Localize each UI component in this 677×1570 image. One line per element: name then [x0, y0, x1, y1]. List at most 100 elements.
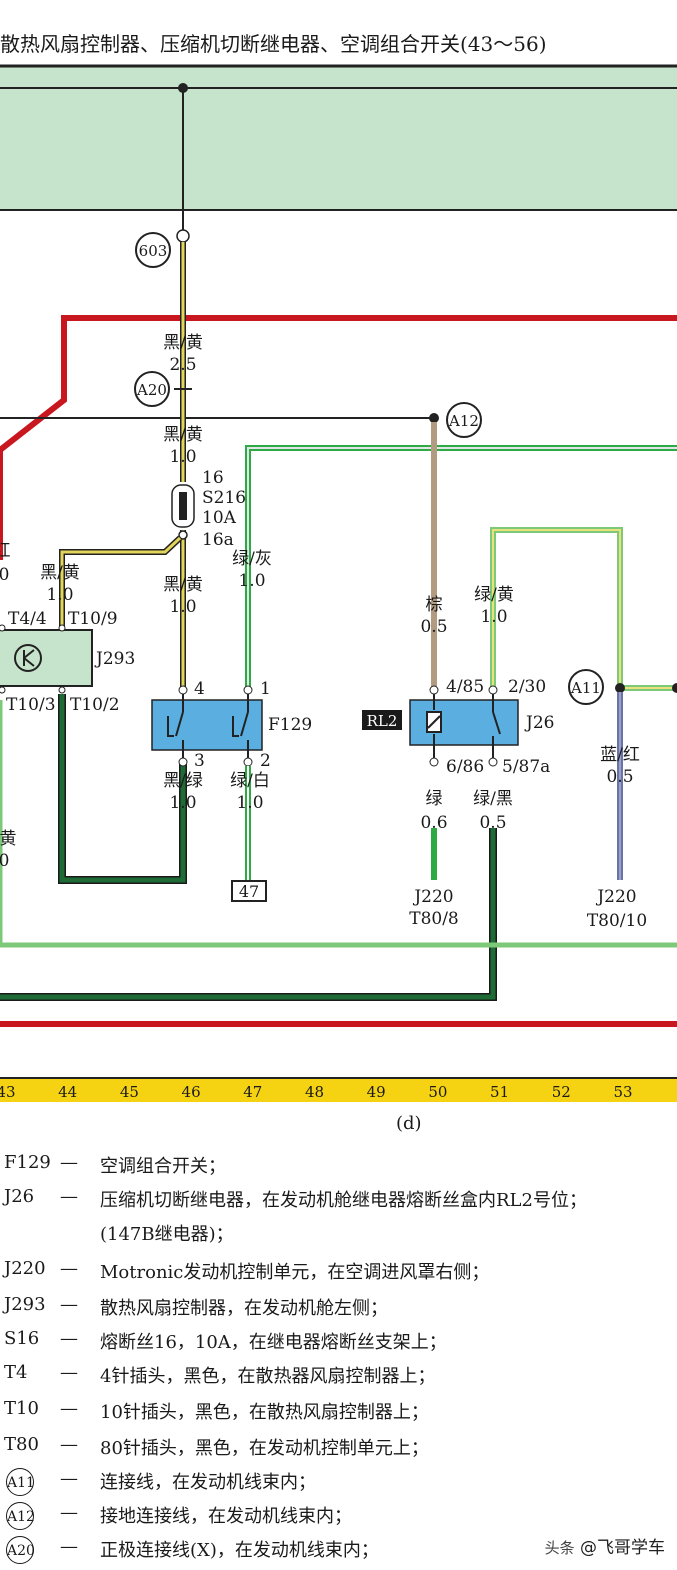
wire-gn-gy-fill [247, 447, 677, 688]
f129-pin4-terminal [178, 685, 188, 695]
legend-desc: 熔断丝16，10A，在继电器熔断丝支架上； [100, 1332, 447, 1353]
f129-pin2: 2 [260, 751, 271, 771]
legend-dash: — [60, 1398, 78, 1419]
ground-junction-dot [429, 413, 439, 423]
legend-code: J220 [4, 1258, 46, 1279]
f129-pin2-terminal [243, 757, 253, 767]
a11-right-dot [672, 683, 677, 693]
wire-labels: 黑/黄 2.5 黑/黄 1.0 黑/黄 1.0 黑/黄 1.0 绿/灰 1.0 … [0, 333, 640, 871]
fuse-pin-in: 16 [202, 468, 224, 488]
w7-size: 1.0 [236, 793, 263, 813]
w3-color: 黑/黄 [40, 563, 80, 583]
j293-t109: T10/9 [68, 609, 118, 629]
fuse-rating: 10A [202, 508, 237, 528]
wire-red-main [0, 315, 677, 460]
j26-pin230-terminal [488, 685, 498, 695]
j26-coil [426, 692, 442, 760]
w4-size: 1.0 [169, 597, 196, 617]
connector-a11-label: A11 [570, 679, 601, 697]
w12-size: 0.5 [606, 767, 633, 787]
legend-desc: Motronic发动机控制单元，在空调进风罩右侧； [100, 1262, 490, 1283]
w5-color: 绿/灰 [232, 549, 272, 569]
j26-pin686-terminal [429, 757, 439, 767]
w9-color: 绿/黄 [474, 585, 514, 605]
j293-box [0, 629, 93, 687]
connector-603-label: 603 [139, 242, 168, 260]
f129-name: F129 [268, 715, 312, 735]
current-track-bar [0, 1078, 677, 1102]
fuse-s216-element [179, 492, 187, 520]
f129-pin3: 3 [194, 751, 205, 771]
fuse-pin-out: 16a [202, 530, 234, 550]
watermark: 头条 @飞哥学车 [545, 1533, 665, 1558]
wire-gn-gy-outline [245, 445, 677, 688]
j293-t44: T4/4 [8, 609, 47, 629]
watermark-text: @飞哥学车 [580, 1538, 665, 1558]
legend-desc: 4针插头，黑色，在散热器风扇控制器上； [100, 1366, 436, 1387]
w2-color: 黑/黄 [163, 425, 203, 445]
w6-color: 黑/绿 [163, 771, 203, 791]
j26-pin686: 6/86 [446, 757, 484, 777]
left-red-size: 0 [0, 565, 9, 585]
connector-a12-circle [446, 402, 482, 438]
legend-desc: 散热风扇控制器，在发动机舱左侧； [100, 1298, 388, 1319]
current-track-number: 51 [490, 1083, 509, 1101]
f129-pin4: 4 [194, 679, 205, 699]
j293-t102-terminal [58, 686, 66, 694]
f129-pin1-terminal [243, 685, 253, 695]
current-track-number: 53 [613, 1083, 632, 1101]
j220a-pin: T80/8 [409, 909, 459, 929]
current-track-number: 50 [428, 1083, 447, 1101]
wire-j293-feed-fill [60, 536, 182, 628]
legend-desc: 正极连接线(X)，在发动机线束内； [100, 1540, 379, 1561]
w10-size: 0.6 [420, 813, 447, 833]
legend-desc-continued: (147B继电器)； [100, 1224, 234, 1245]
j293-t103-terminal [0, 686, 6, 694]
w6-size: 1.0 [169, 793, 196, 813]
j293-transistor-symbol [14, 644, 42, 672]
a11-junction-dot [615, 683, 625, 693]
w11-color: 绿/黑 [473, 789, 513, 809]
j293-t44-terminal [0, 624, 6, 632]
legend-desc: 10针插头，黑色，在散热风扇控制器上； [100, 1402, 429, 1423]
legend-badge: A12 [6, 1502, 35, 1530]
legend-code: T10 [4, 1398, 39, 1419]
j293-transistor-lines [23, 649, 35, 667]
j26-pin587a: 5/87a [502, 757, 550, 777]
wiring-diagram: 47 RL2 603 A20 A12 A11 黑/黄 [0, 64, 677, 1102]
legend-dash: — [60, 1468, 78, 1489]
j26-name: J26 [524, 713, 554, 733]
connector-a11-circle [568, 669, 604, 705]
legend-dash: — [60, 1536, 78, 1557]
j220b-pin: T80/10 [587, 911, 647, 931]
legend-code: J26 [4, 1186, 35, 1207]
legend-code: T80 [4, 1434, 39, 1455]
wire-603-terminal [176, 229, 190, 243]
j26-pin587a-terminal [488, 757, 498, 767]
legend-code: T4 [4, 1362, 28, 1383]
connector-a12-label: A12 [448, 412, 479, 430]
w12-color: 蓝/红 [600, 745, 640, 765]
legend-dash: — [60, 1186, 78, 1207]
component-labels: 16 S216 10A 16a T4/4 T10/9 J293 T10/3 T1… [6, 468, 647, 931]
f129-pin1: 1 [260, 679, 271, 699]
legend-desc: 80针插头，黑色，在发动机控制单元上； [100, 1438, 429, 1459]
legend-badge: A11 [6, 1468, 35, 1496]
j26-pin485-terminal [429, 685, 439, 695]
rl2-tag-box [362, 710, 402, 730]
connector-603-circle [135, 232, 171, 268]
left-yel-size: 0 [0, 851, 9, 871]
rl2-tag-label: RL2 [367, 712, 398, 730]
w3-size: 1.0 [46, 585, 73, 605]
legend-dash: — [60, 1328, 78, 1349]
wire-bk-gn-loop-fill [59, 694, 186, 883]
ref-47-box [231, 880, 267, 902]
legend-code: J293 [4, 1294, 46, 1315]
legend-desc: 空调组合开关； [100, 1156, 226, 1177]
current-track-number: 43 [0, 1083, 16, 1101]
w10-color: 绿 [426, 789, 443, 809]
j293-t103: T10/3 [6, 695, 56, 715]
legend-dash: — [60, 1152, 78, 1173]
w1-size: 2.5 [169, 355, 196, 375]
current-track-number: 46 [182, 1083, 201, 1101]
